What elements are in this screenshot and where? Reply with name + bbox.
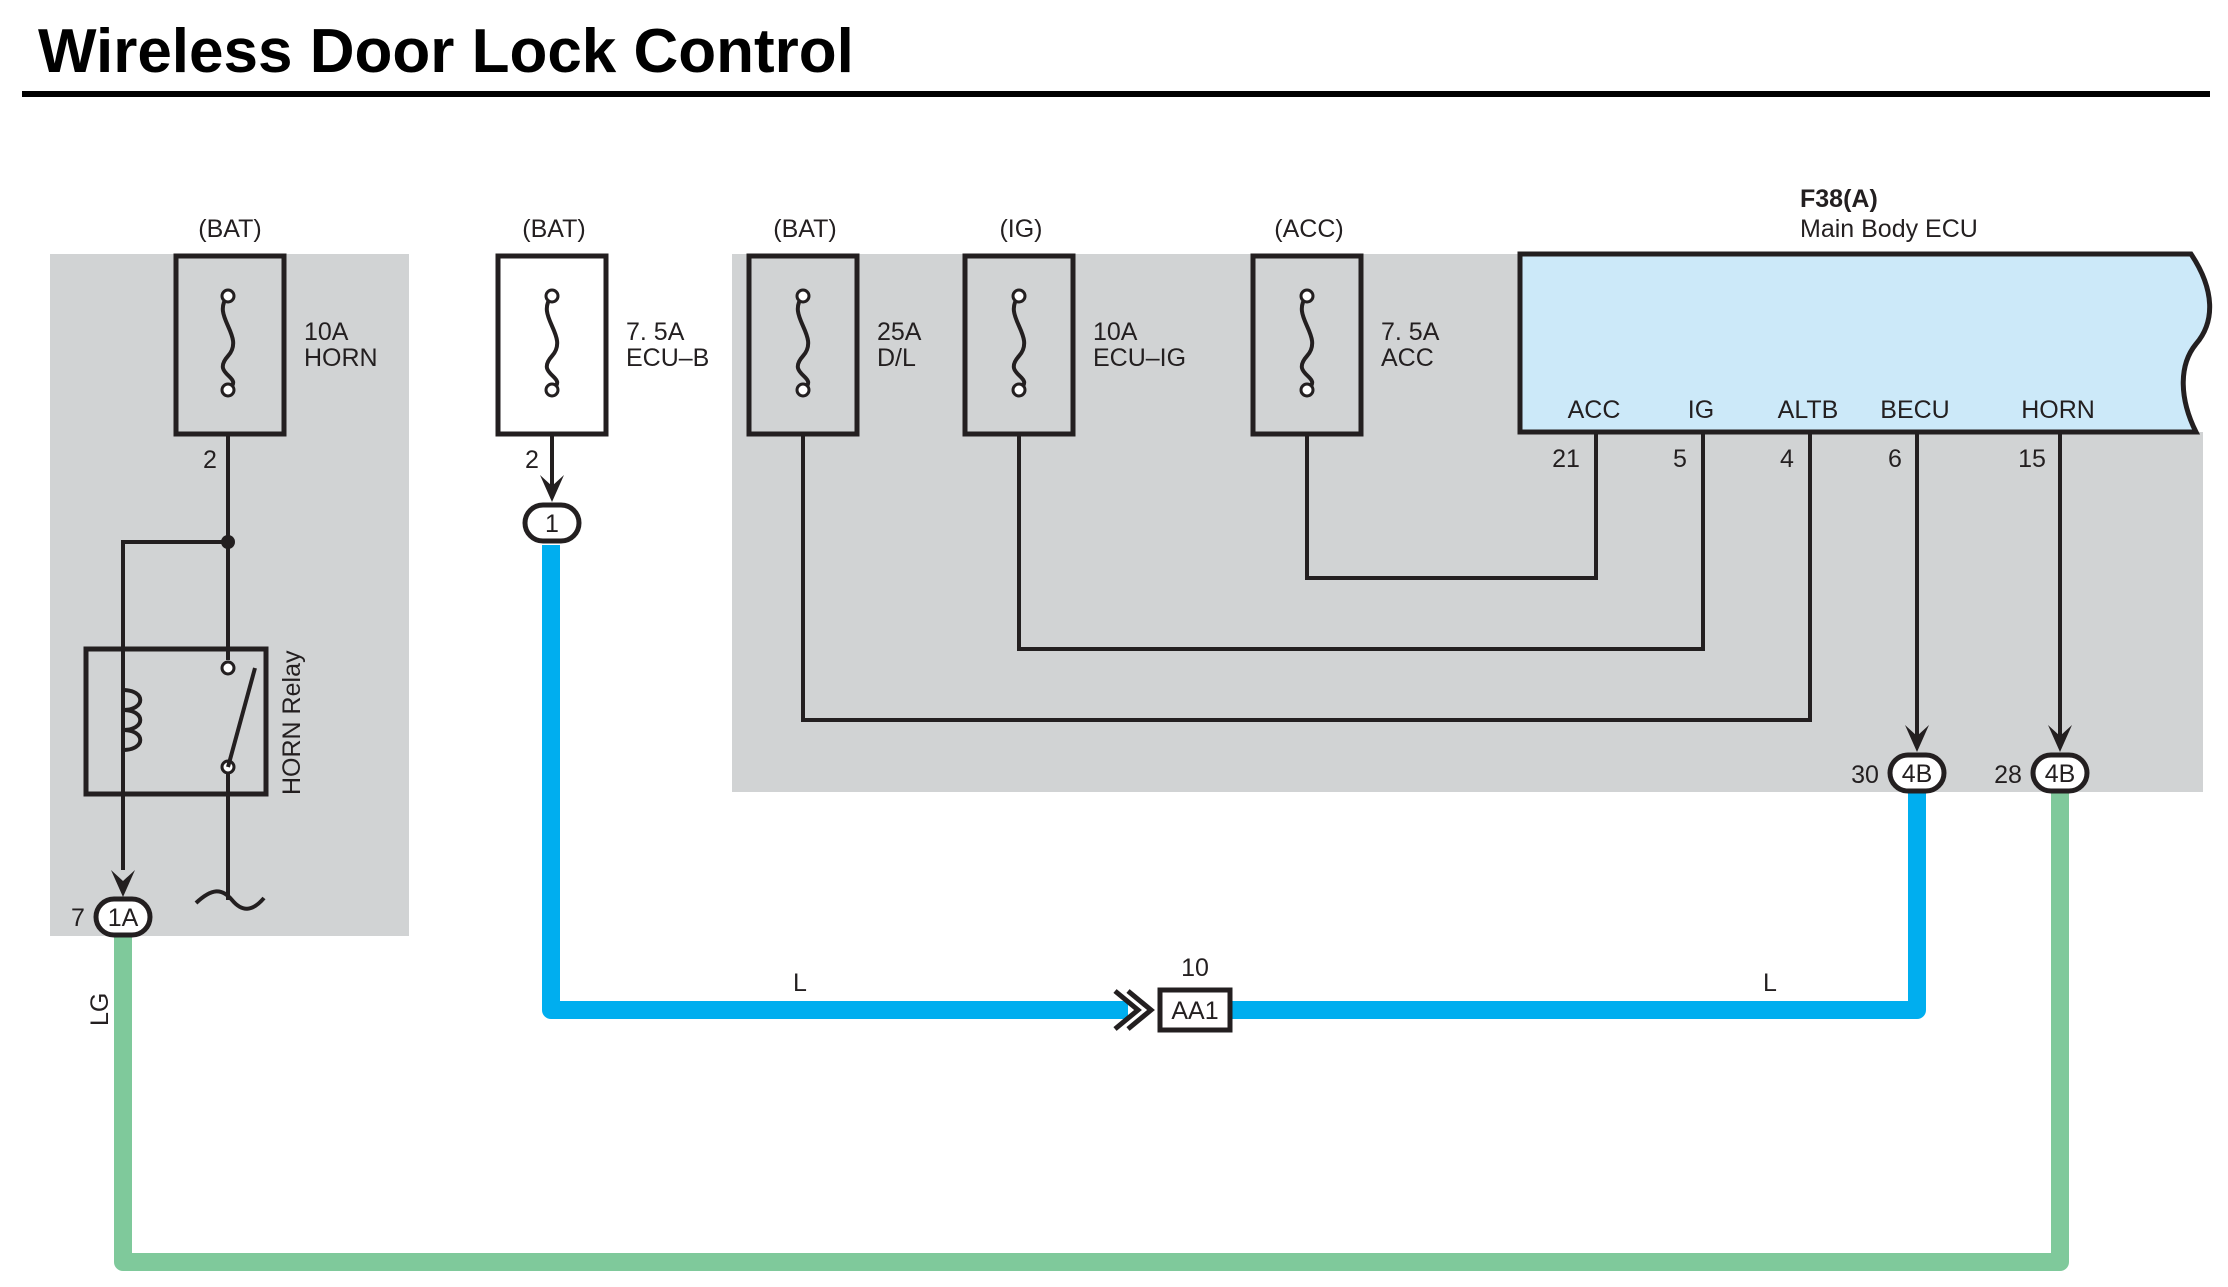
fuse-name: HORN [304, 344, 378, 372]
fuse-amp: 25A [877, 318, 922, 346]
connector-label: 1 [545, 510, 559, 538]
ecu-name: Main Body ECU [1800, 215, 1978, 243]
fuse-amp: 10A [1093, 318, 1138, 346]
wire-color-code: L [1763, 969, 1777, 997]
ecu-panel [732, 254, 2203, 792]
ecu-terminal-pin: 5 [1673, 445, 1687, 473]
connector-1a: 1A 7 [71, 896, 153, 938]
ecu-terminal-name: BECU [1880, 396, 1949, 424]
fuse-source: (BAT) [522, 215, 585, 243]
connector-pin: 28 [1994, 761, 2022, 789]
wire-l-left [542, 545, 1128, 1019]
fuse-name: ACC [1381, 344, 1434, 372]
arrow-horn [2048, 725, 2072, 752]
connector-label: 4B [1902, 760, 1933, 788]
wire-color-code: LG [86, 993, 114, 1026]
connector-1: 1 [522, 502, 582, 544]
connector-4b-28: 4B 28 [1994, 752, 2090, 794]
ecu-terminal-pin: 4 [1780, 445, 1794, 473]
connector-label: 1A [108, 904, 139, 932]
fuse-source: (IG) [999, 215, 1042, 243]
ecu-terminal-name: HORN [2021, 396, 2095, 424]
ecu-code: F38(A) [1800, 185, 1878, 213]
fuse-amp: 10A [304, 318, 349, 346]
wire-altb [801, 434, 1812, 722]
ecu-terminal-name: IG [1688, 396, 1714, 424]
connector-label: 4B [2045, 760, 2076, 788]
fuse-horn: (BAT) 10A HORN 2 [173, 215, 378, 545]
title-rule [22, 91, 2210, 97]
fuse-source: (BAT) [773, 215, 836, 243]
fuse-source: (ACC) [1274, 215, 1343, 243]
relay-name: HORN Relay [278, 650, 306, 795]
wire-color-code: L [793, 969, 807, 997]
fuse-name: ECU–B [626, 344, 709, 372]
wire-lg [114, 790, 2069, 1271]
arrow-becu [1905, 725, 1929, 752]
ecu-terminal-name: ACC [1568, 396, 1621, 424]
splice-aa1: AA1 10 [1113, 954, 1233, 1033]
wire-ig [1017, 434, 1705, 651]
splice-label: AA1 [1171, 997, 1218, 1025]
ecu-terminal-pin: 21 [1552, 445, 1580, 473]
connector-pin: 30 [1851, 761, 1879, 789]
fuse-pin: 2 [525, 446, 539, 474]
ecu-terminal-pin: 6 [1888, 445, 1902, 473]
fuse-amp: 7. 5A [1381, 318, 1440, 346]
connector-pin: 7 [71, 904, 85, 932]
horn-relay: HORN Relay [83, 535, 306, 911]
ecu-terminal-pin: 15 [2018, 445, 2046, 473]
fuse-amp: 7. 5A [626, 318, 685, 346]
wire-l-right [1230, 790, 1926, 1019]
ecu-main-body: F38(A) Main Body ECU ACC IG ALTB BECU HO… [1517, 185, 2213, 473]
fuse-pin: 2 [203, 446, 217, 474]
fuse-ecu-b: (BAT) 7. 5A ECU–B 2 [495, 215, 709, 502]
fuse-name: ECU–IG [1093, 344, 1186, 372]
splice-pin: 10 [1181, 954, 1209, 982]
fuse-source: (BAT) [198, 215, 261, 243]
fuse-name: D/L [877, 344, 916, 372]
page-title: Wireless Door Lock Control [38, 17, 854, 86]
wire-acc [1305, 434, 1598, 580]
connector-4b-30: 4B 30 [1851, 752, 1947, 794]
fuse-acc: (ACC) 7. 5A ACC [1250, 215, 1440, 437]
ecu-terminal-name: ALTB [1778, 396, 1839, 424]
